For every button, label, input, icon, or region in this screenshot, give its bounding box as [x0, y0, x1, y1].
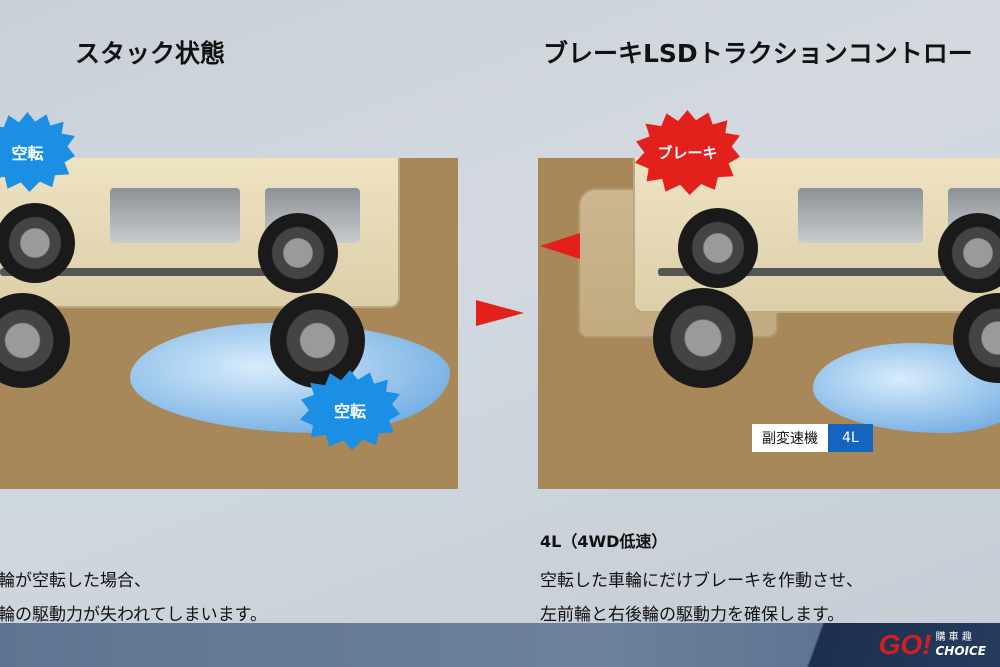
right-desc-line1: 空転した車輪にだけブレーキを作動させ、 — [540, 571, 863, 591]
right-title: ブレーキLSDトラクションコントロー — [543, 39, 973, 68]
subtransfer-indicator: 副変速機 4L — [752, 424, 873, 452]
logo-en: CHOICE — [935, 643, 986, 658]
logo-cn: 購 車 趣 — [935, 631, 972, 643]
subtransfer-value: 4L — [828, 424, 873, 452]
drive-shaft — [0, 268, 330, 276]
mode-label: 4L（4WD低速） — [540, 532, 668, 551]
drive-shaft — [658, 268, 1000, 276]
wheel — [0, 203, 75, 283]
left-desc-line1: 輪が空転した場合、 — [0, 571, 151, 591]
arrow-right-icon — [476, 300, 524, 326]
right-desc-line2: 左前輪と右後輪の駆動力を確保します。 — [540, 605, 845, 625]
vehicle-window — [110, 188, 240, 243]
left-title: スタック状態 — [75, 39, 226, 68]
wheel — [653, 288, 753, 388]
wheel-braked — [678, 208, 758, 288]
left-desc-line2: 輪の駆動力が失われてしまいます。 — [0, 605, 267, 625]
gochoice-logo: GO! 購 車 趣 CHOICE — [780, 623, 1000, 667]
arrow-left-icon — [540, 233, 580, 259]
wheel — [938, 213, 1000, 293]
logo-main: GO! — [878, 629, 932, 660]
subtransfer-label: 副変速機 — [752, 424, 828, 452]
stuck-illustration — [0, 158, 458, 489]
vehicle-window — [798, 188, 923, 243]
wheel — [258, 213, 338, 293]
